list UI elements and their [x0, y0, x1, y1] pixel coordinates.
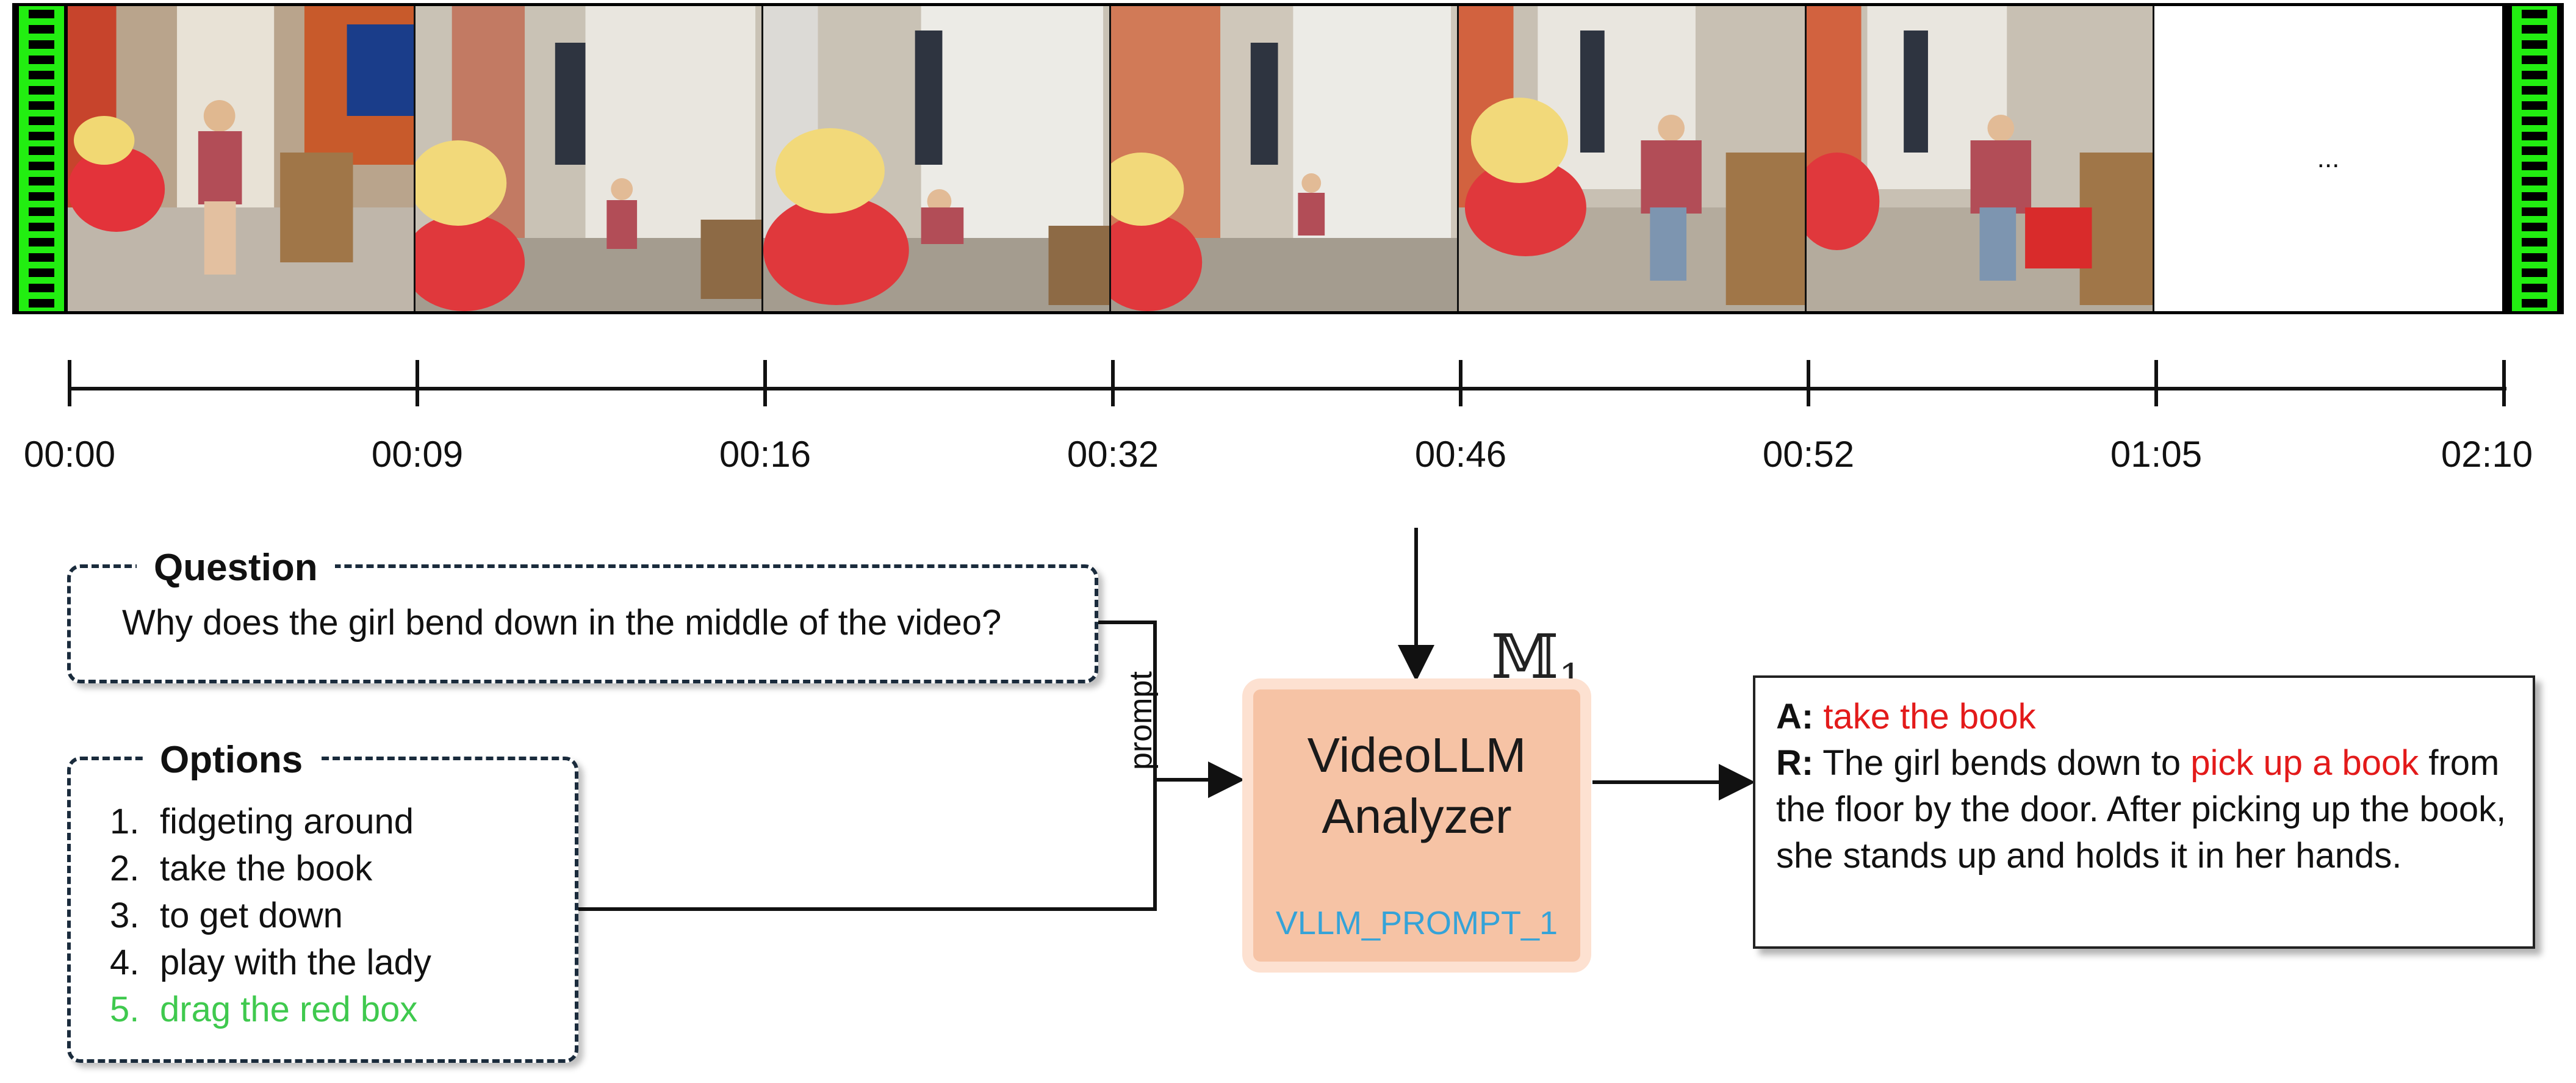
timeline-axis: [70, 387, 2506, 390]
reason-label: R:: [1776, 743, 1814, 783]
answer-box: A: take the book R: The girl bends down …: [1753, 675, 2535, 949]
timeline-label: 00:52: [1762, 434, 1855, 475]
timeline-tick: [763, 360, 767, 406]
reason-pre: The girl bends down to: [1822, 743, 2191, 783]
options-title: Options: [143, 738, 320, 782]
question-box: Question Why does the girl bend down in …: [67, 546, 1098, 683]
video-frame-1: [68, 6, 416, 311]
video-frame-6: [1807, 6, 2154, 311]
timeline-tick: [1459, 360, 1462, 406]
option-item: 2.take the book: [110, 849, 373, 888]
timeline-tick: [2154, 360, 2158, 406]
option-item: 4.play with the lady: [110, 943, 431, 982]
timeline-tick: [416, 360, 419, 406]
prompt-arrow-label: prompt: [1123, 671, 1159, 770]
question-text: Why does the girl bend down in the middl…: [122, 603, 1002, 642]
video-timeline: 00:00 00:09 00:16 00:32 00:46 00:52 01:0…: [0, 342, 2576, 488]
answer-line: A: take the book: [1776, 694, 2512, 740]
reason-highlight: pick up a book: [2190, 743, 2419, 783]
video-frame-5: [1459, 6, 1807, 311]
reason-post: from the floor by the door. After pickin…: [1776, 743, 2506, 876]
video-frame-2: [416, 6, 763, 311]
option-item: 3.to get down: [110, 896, 343, 935]
timeline-label: 00:00: [23, 434, 116, 475]
question-title: Question: [137, 546, 335, 589]
analyzer-name-line1: VideoLLM: [1307, 728, 1527, 782]
answer-text: take the book: [1823, 697, 2036, 736]
timeline-label: 00:46: [1414, 434, 1507, 475]
video-film-strip: ...: [12, 3, 2564, 314]
options-list: 1.fidgeting around 2.take the book 3.to …: [110, 798, 431, 1033]
more-frames-ellipsis: ...: [2317, 143, 2340, 173]
videollm-analyzer-block: VideoLLM Analyzer VLLM_PROMPT_1: [1242, 678, 1591, 973]
video-frame-more: ...: [2154, 6, 2502, 311]
reason-text: R: The girl bends down to pick up a book…: [1776, 740, 2512, 879]
timeline-label: 01:05: [2110, 434, 2203, 475]
options-box: Options 1.fidgeting around 2.take the bo…: [67, 738, 578, 1063]
option-item-correct: 5.drag the red box: [110, 990, 418, 1029]
timeline-tick: [2502, 360, 2506, 406]
analyzer-name-line2: Analyzer: [1322, 789, 1512, 843]
timeline-tick: [1807, 360, 1810, 406]
timeline-label: 00:32: [1067, 434, 1159, 475]
timeline-label: 00:16: [719, 434, 811, 475]
timeline-tick: [1111, 360, 1115, 406]
video-frame-3: [763, 6, 1111, 311]
option-item: 1.fidgeting around: [110, 802, 414, 841]
video-frame-4: [1111, 6, 1459, 311]
answer-label: A:: [1776, 697, 1814, 736]
timeline-tick: [68, 360, 71, 406]
film-sprocket-left: [15, 6, 68, 311]
film-sprocket-right: [2508, 6, 2561, 311]
timeline-label: 02:10: [2441, 434, 2533, 475]
timeline-label: 00:09: [371, 434, 464, 475]
analyzer-prompt-name: VLLM_PROMPT_1: [1275, 905, 1558, 941]
